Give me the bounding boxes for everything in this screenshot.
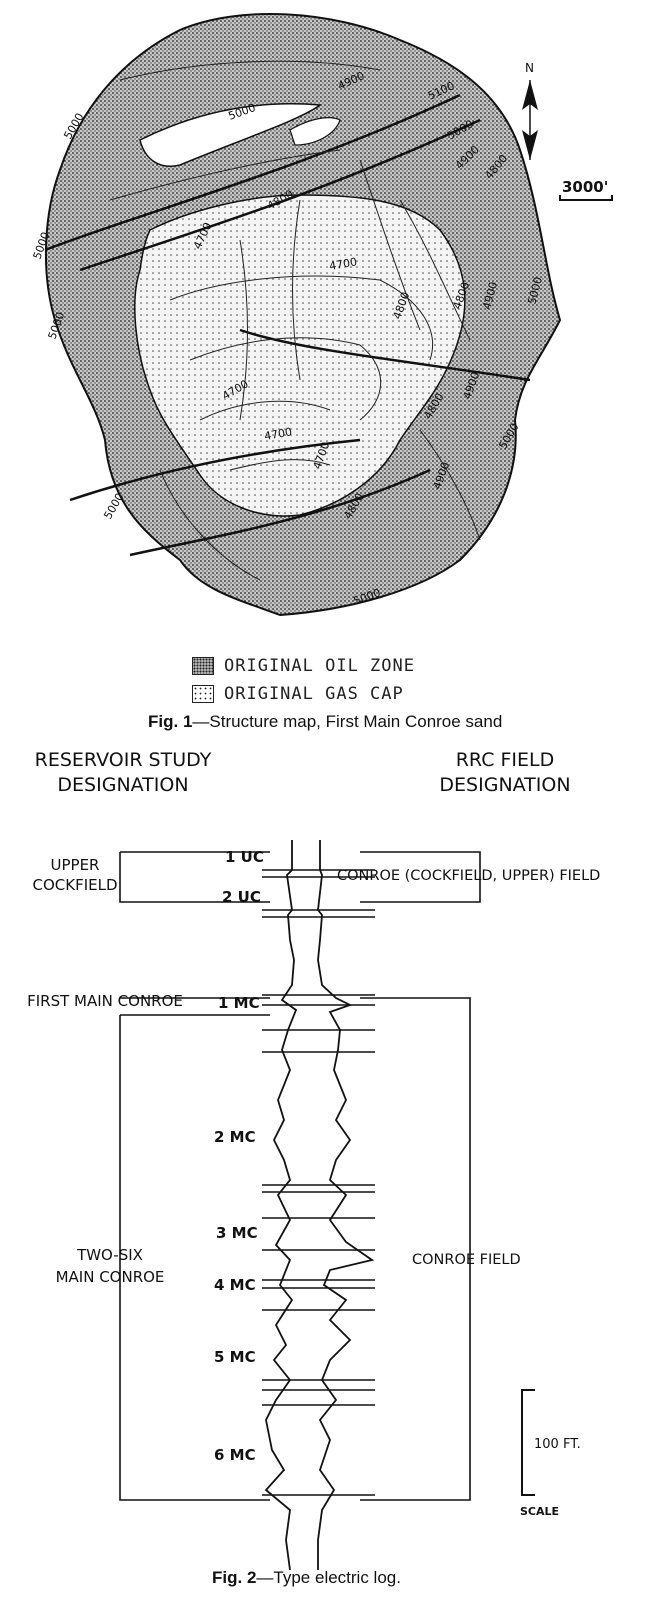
log-scale-value: 100 FT.	[534, 1437, 581, 1452]
legend-label: ORIGINAL OIL ZONE	[224, 656, 415, 676]
zone-label: 4 MC	[214, 1276, 256, 1294]
right-header-line2: DESIGNATION	[439, 774, 571, 796]
zone-label: 1 MC	[218, 994, 260, 1012]
caption-text: —Structure map, First Main Conroe sand	[192, 712, 503, 731]
structure-map: 5000 5000 5000 5000 5000 4900 4800 4700 …	[31, 12, 613, 617]
electric-log: 1 UC 2 UC 1 MC 2 MC 3 MC 4 MC 5 MC 6 MC …	[27, 840, 600, 1570]
left-header-line1: RESERVOIR STUDY	[34, 749, 212, 771]
right-header: RRC FIELD DESIGNATION	[400, 748, 610, 798]
north-arrow-icon: N	[522, 61, 538, 160]
north-label: N	[525, 61, 534, 75]
group-conroe-field: CONROE FIELD	[412, 1252, 521, 1268]
right-header-line1: RRC FIELD	[455, 749, 555, 771]
zone-label: 1 UC	[225, 848, 264, 866]
contour-label: 4700	[328, 255, 358, 273]
map-scale-label: 3000'	[562, 178, 608, 196]
zone-label: 6 MC	[214, 1446, 256, 1464]
group-two-six-main-conroe: TWO-SIX	[76, 1246, 143, 1264]
zone-label: 3 MC	[216, 1224, 258, 1242]
group-first-main-conroe: FIRST MAIN CONROE	[27, 992, 183, 1010]
contour-label: 5000	[101, 491, 126, 522]
caption-prefix: Fig. 2	[212, 1568, 257, 1587]
zone-label: 2 UC	[222, 888, 261, 906]
contour-label: 4700	[263, 425, 293, 443]
legend-oil-zone: ORIGINAL OIL ZONE	[192, 656, 415, 676]
figure-1-caption: Fig. 1—Structure map, First Main Conroe …	[148, 712, 502, 732]
map-scale-bar: 3000'	[559, 178, 613, 201]
left-header: RESERVOIR STUDY DESIGNATION	[18, 748, 228, 798]
caption-text: —Type electric log.	[256, 1568, 401, 1587]
group-conroe-upper-field: CONROE (COCKFIELD, UPPER) FIELD	[337, 868, 600, 884]
zone-label: 2 MC	[214, 1128, 256, 1146]
legend-gas-cap: ORIGINAL GAS CAP	[192, 684, 404, 704]
figure-2-caption: Fig. 2—Type electric log.	[212, 1568, 401, 1588]
gas-cap-swatch	[192, 685, 214, 703]
group-two-six-main-conroe: MAIN CONROE	[56, 1268, 165, 1286]
left-header-line2: DESIGNATION	[57, 774, 189, 796]
caption-prefix: Fig. 1	[148, 712, 193, 731]
gas-cap-area	[134, 194, 466, 517]
log-scale-label: SCALE	[520, 1505, 559, 1518]
group-upper-cockfield: UPPER	[51, 856, 100, 874]
legend-label: ORIGINAL GAS CAP	[224, 684, 404, 704]
zone-label: 5 MC	[214, 1348, 256, 1366]
group-upper-cockfield: COCKFIELD	[32, 876, 117, 894]
oil-zone-swatch	[192, 657, 214, 675]
log-scale-bar: 100 FT. SCALE	[520, 1389, 581, 1518]
